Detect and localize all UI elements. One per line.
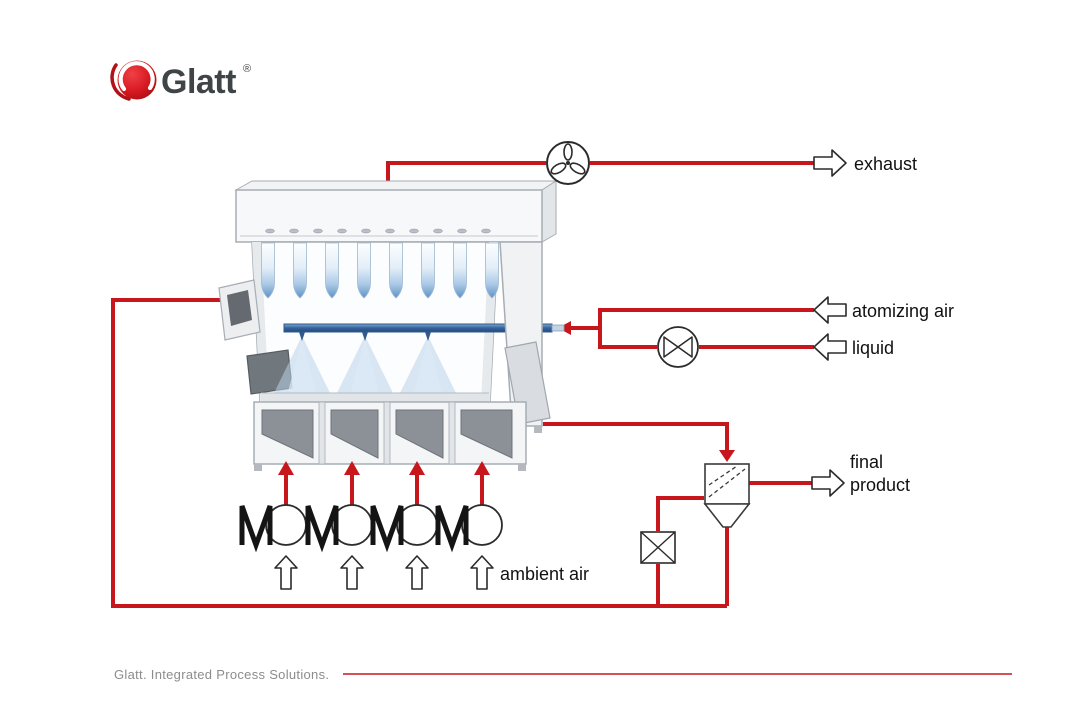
process-piping [111,161,814,608]
liquid-label: liquid [852,338,894,358]
flow-arrows [811,149,847,497]
fan-unit-3 [373,461,437,589]
final-product-label-line2: product [850,475,910,495]
logo-disc [117,60,157,100]
ambient-air-label: ambient air [500,564,589,584]
separator-icon [703,463,751,528]
final-product-arrow-icon [811,469,845,497]
logo-wordmark: Glatt [161,63,236,101]
air-inlet-opening [227,290,252,326]
footer: Glatt. Integrated Process Solutions. [114,667,1012,682]
liquid-pipe-2 [598,330,657,349]
logo-swirl-icon [118,61,155,92]
plenum-openings [261,409,513,459]
spray-cones [274,336,456,393]
glatt-logo: Glatt ® [110,60,251,101]
valve-icon [640,531,676,564]
plenum-dividers [318,401,456,465]
pump-icon [657,326,699,368]
atomizing-air-arrow-icon [813,296,847,324]
liquid-arrow-icon [813,333,847,361]
atomizing-air-label: atomizing air [852,301,954,321]
fan-unit-1 [242,461,306,589]
separator-inlet-arrowhead [719,450,735,462]
hood-vent-holes [265,228,491,234]
footer-tagline: Glatt. Integrated Process Solutions. [114,667,329,682]
nozzle-icon [425,332,431,341]
nozzle-icon [362,332,368,341]
hood-side [541,180,557,243]
exhaust-arrow-icon [813,149,847,177]
spray-inlet-arrowhead [558,321,571,335]
fan-unit-2 [308,461,372,589]
filter-bags [261,242,499,299]
final-product-label-line1: final [850,452,883,472]
machine-feet [254,426,542,471]
logo-swoosh-outer [110,63,131,101]
product-transfer-pipe [543,422,729,452]
hood-lid [234,180,558,191]
exhaust-fan-icon [546,141,590,185]
product-bed [261,393,489,402]
registered-mark: ® [243,63,251,75]
spray-manifold [283,323,565,341]
fluid-bed-dryer [218,180,565,471]
fan-unit-4 [438,461,502,589]
recirculation-pipe [111,298,727,608]
nozzle-icon [299,332,305,341]
filter-housing [235,189,543,243]
atomizing-air-pipe [570,308,814,330]
valve-pipe-top [656,496,704,531]
exhaust-label: exhaust [854,154,917,174]
